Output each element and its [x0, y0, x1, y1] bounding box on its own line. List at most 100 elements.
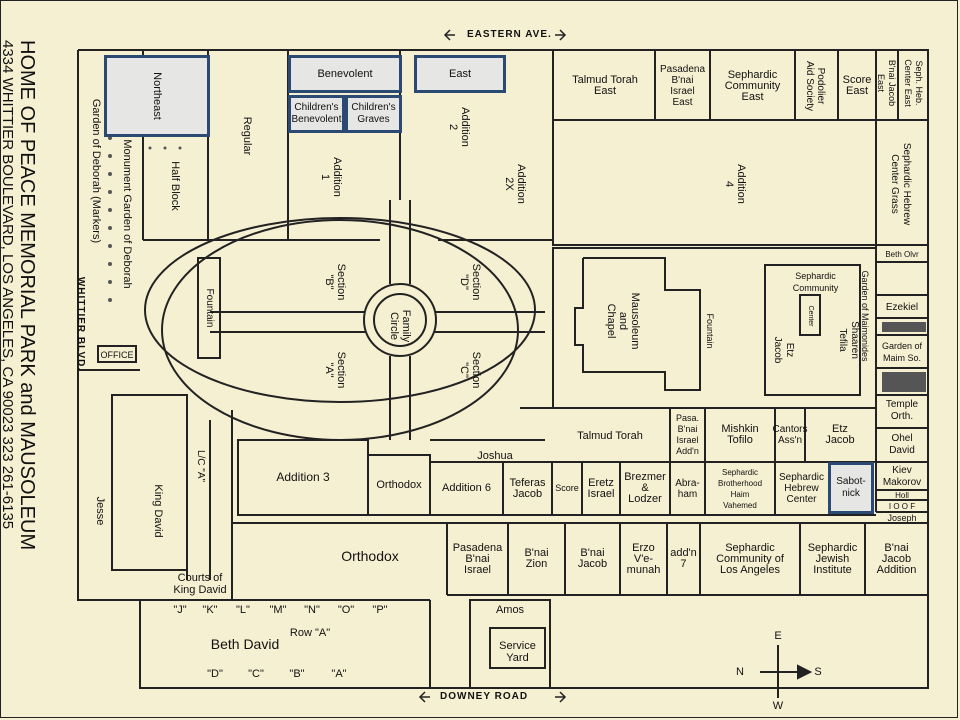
section-joseph[interactable]: Joseph [887, 513, 917, 523]
section-c[interactable]: Section "C" [458, 351, 482, 389]
compass-e: E [774, 630, 782, 642]
section-childrens-graves-label: Children's Graves [351, 102, 396, 125]
section-addition-2x[interactable]: Addition 2X [503, 164, 527, 204]
section-kiev-makorov[interactable]: Kiev Makorov [882, 465, 922, 488]
section-addn-7[interactable]: add'n 7 [670, 547, 697, 570]
section-courts-king-david[interactable]: Courts of King David [173, 572, 227, 596]
mausoleum-chapel[interactable]: Mausoleum and Chapel [605, 292, 641, 350]
section-childrens-graves[interactable]: Children's Graves [345, 95, 402, 133]
section-sephardic-hebrew-center[interactable]: Sephardic Hebrew Center [778, 472, 825, 505]
section-childrens-benevolent-label: Children's Benevolent [291, 102, 342, 125]
section-half-block[interactable]: Half Block [169, 161, 181, 211]
section-beth-david[interactable]: Beth David [210, 636, 280, 652]
section-addition-3[interactable]: Addition 3 [276, 470, 330, 484]
section-orthodox-large[interactable]: Orthodox [341, 548, 399, 564]
section-shaaren-tefila[interactable]: Shaaren Tefila [837, 321, 860, 359]
section-teferas-jacob[interactable]: Teferas Jacob [509, 476, 546, 500]
section-pasadena-bnai-israel-east[interactable]: Pasadena B'nai Israel East [659, 64, 706, 108]
section-benevolent[interactable]: Benevolent [288, 55, 402, 93]
row-a-letter[interactable]: "A" [331, 668, 347, 680]
section-holl[interactable]: Holl [895, 491, 909, 500]
section-king-david[interactable]: King David [152, 484, 164, 538]
section-sephardic-jewish-institute[interactable]: Sephardic Jewish Institute [807, 541, 858, 576]
section-lc-a[interactable]: L/C "A" [195, 449, 206, 483]
section-orthodox-small[interactable]: Orthodox [376, 478, 422, 491]
section-etz-jacob-inner[interactable]: Etz Jacob [772, 336, 795, 364]
section-score-east[interactable]: Score East [842, 74, 872, 97]
section-d[interactable]: Section "D" [458, 263, 482, 301]
section-addition-6[interactable]: Addition 6 [442, 482, 491, 494]
section-etz-jacob[interactable]: Etz Jacob [825, 423, 855, 446]
section-abraham[interactable]: Abra- ham [675, 477, 700, 500]
row-n[interactable]: "N" [304, 604, 320, 616]
section-talmud-torah-east[interactable]: Talmud Torah East [572, 74, 638, 97]
section-center[interactable]: Center [807, 305, 814, 327]
section-bnai-zion[interactable]: B'nai Zion [524, 547, 549, 570]
row-j[interactable]: "J" [173, 604, 187, 616]
section-bnai-jacob-addition[interactable]: B'nai Jacob Addition [876, 541, 917, 576]
section-sephardic-community-la[interactable]: Sephardic Community of Los Angeles [716, 541, 784, 576]
row-c[interactable]: "C" [248, 668, 264, 680]
section-erzo-vemunah[interactable]: Erzo V'e- munah [626, 541, 661, 576]
section-podolier-aid[interactable]: Podolier Aid Society [804, 60, 826, 112]
section-northeast-label: Northeast [150, 72, 163, 120]
road-eastern-ave: EASTERN AVE. [467, 29, 552, 40]
section-mishkin-tofilo[interactable]: Mishkin Tofilo [721, 423, 759, 446]
section-jesse[interactable]: Jesse [94, 496, 106, 526]
compass-n: N [736, 666, 744, 678]
section-garden-maim-so[interactable]: Garden of Maim So. [881, 341, 923, 363]
row-k[interactable]: "K" [202, 604, 218, 616]
section-ohel-david[interactable]: Ohel David [889, 433, 915, 456]
section-seph-heb-center-east[interactable]: Seph. Heb. Center East [903, 59, 924, 107]
monument-garden-deborah[interactable]: Monument Garden of Deborah [121, 139, 133, 289]
row-p[interactable]: "P" [372, 604, 388, 616]
fountain-right: Fountain [705, 313, 715, 349]
section-eretz-israel[interactable]: Eretz Israel [587, 476, 615, 500]
row-o[interactable]: "O" [337, 604, 355, 616]
section-talmud-torah[interactable]: Talmud Torah [577, 430, 643, 442]
garden-maimonides[interactable]: Garden of Maimonides [860, 270, 870, 362]
section-score[interactable]: Score [555, 483, 579, 493]
section-addition-4[interactable]: Addition 4 [723, 164, 747, 204]
section-pasa-bnai-israel-addn[interactable]: Pasa. B'nai Israel Add'n [675, 413, 699, 456]
compass-s: S [814, 666, 822, 678]
row-m[interactable]: "M" [269, 604, 287, 616]
section-pasadena-bnai-israel[interactable]: Pasadena B'nai Israel [452, 541, 503, 576]
section-east-label: East [448, 68, 471, 80]
section-row-a[interactable]: Row "A" [289, 627, 331, 639]
section-regular[interactable]: Regular [241, 116, 253, 156]
section-sephardic-brotherhood[interactable]: Sephardic Brotherhood Haim Vahemed [717, 467, 763, 510]
compass-w: W [772, 700, 784, 712]
section-cantors-assn[interactable]: Cantors Ass'n [772, 424, 808, 446]
section-temple-orth[interactable]: Temple Orth. [885, 399, 919, 422]
section-amos[interactable]: Amos [495, 604, 525, 616]
row-b[interactable]: "B" [289, 668, 305, 680]
section-sephardic-community-east[interactable]: Sephardic Community East [724, 68, 781, 103]
section-joshua[interactable]: Joshua [477, 450, 513, 462]
section-a[interactable]: Section "A" [323, 351, 347, 389]
office-building[interactable]: OFFICE [100, 350, 134, 360]
section-ezekiel[interactable]: Ezekiel [885, 302, 919, 313]
section-bnai-jacob-east[interactable]: B'nai Jacob East [876, 59, 897, 107]
section-sephardic-community[interactable]: Sephardic Community [792, 271, 839, 293]
section-brezmer-lodzer[interactable]: Brezmer & Lodzer [624, 471, 666, 505]
section-b[interactable]: Section "B" [323, 263, 347, 301]
section-benevolent-label: Benevolent [317, 68, 373, 80]
section-addition-2[interactable]: Addition 2 [447, 107, 471, 147]
section-bnai-jacob[interactable]: B'nai Jacob [577, 547, 608, 570]
section-sabotnick[interactable]: Sabot- nick [828, 462, 874, 514]
section-sephardic-hebrew-center-grass[interactable]: Sephardic Hebrew Center Grass [889, 142, 912, 226]
section-beth-olvr[interactable]: Beth Olvr [885, 250, 919, 259]
section-service-yard[interactable]: Service Yard [499, 640, 536, 664]
family-circle[interactable]: Family Circle [388, 309, 412, 343]
row-l[interactable]: "L" [236, 604, 250, 616]
map-title: HOME OF PEACE MEMORIAL PARK and MAUSOLEU… [16, 40, 38, 551]
section-northeast[interactable]: Northeast [104, 55, 210, 137]
section-childrens-benevolent[interactable]: Children's Benevolent [288, 95, 345, 133]
section-addition-1[interactable]: Addition 1 [319, 157, 343, 197]
garden-deborah-markers[interactable]: Garden of Deborah (Markers) [90, 98, 102, 244]
row-d[interactable]: "D" [207, 668, 223, 680]
section-east[interactable]: East [414, 55, 506, 93]
section-ioof[interactable]: I O O F [888, 502, 916, 511]
